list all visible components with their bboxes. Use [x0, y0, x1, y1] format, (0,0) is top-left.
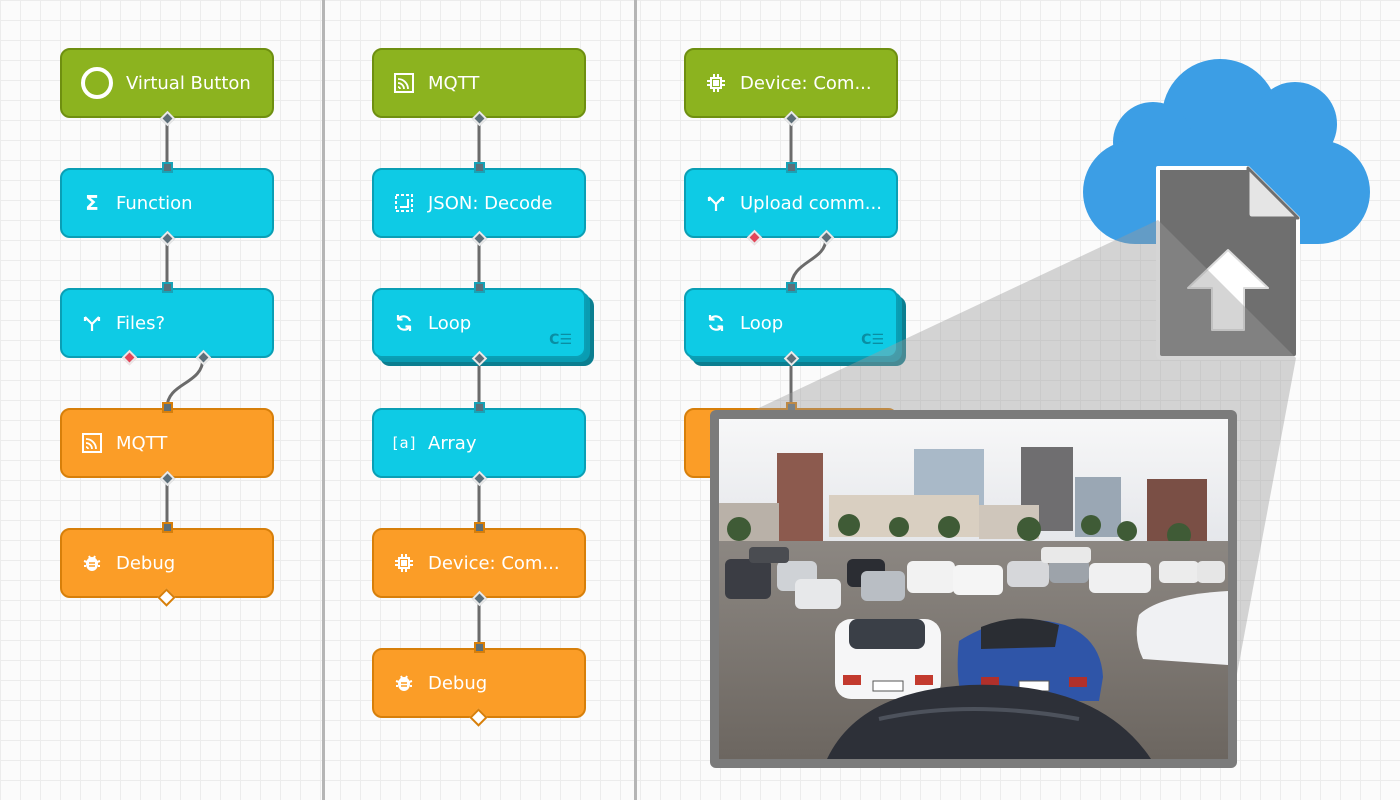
input-port[interactable] [786, 162, 797, 173]
node-label: Debug [116, 552, 176, 574]
node-device-command[interactable]: Device: Com... [372, 528, 586, 598]
node-label: Device: Com... [740, 72, 872, 94]
loop-icon [704, 311, 728, 335]
node-mqtt-input[interactable]: MQTT [372, 48, 586, 118]
input-port[interactable] [474, 642, 485, 653]
json-icon [392, 191, 416, 215]
cloud-upload-file-icon [1083, 59, 1370, 360]
node-array[interactable]: [a] Array [372, 408, 586, 478]
node-label: Upload comm... [740, 192, 882, 214]
input-port[interactable] [474, 162, 485, 173]
input-port[interactable] [162, 162, 173, 173]
node-virtual-button[interactable]: Virtual Button [60, 48, 274, 118]
input-port[interactable] [474, 522, 485, 533]
photo-frame [710, 410, 1237, 768]
node-debug[interactable]: Debug [372, 648, 586, 718]
node-label: MQTT [428, 72, 480, 94]
node-label: Loop [428, 312, 472, 334]
node-label: JSON: Decode [428, 192, 553, 214]
loop-icon [392, 311, 416, 335]
column-divider-1 [322, 0, 325, 800]
wire [165, 357, 205, 409]
parking-lot-photo [719, 419, 1228, 759]
node-files-conditional[interactable]: Files? [60, 288, 274, 358]
circle-icon [80, 66, 114, 100]
node-label: Array [428, 432, 477, 454]
node-mqtt-output[interactable]: MQTT [60, 408, 274, 478]
chip-icon [704, 71, 728, 95]
node-device-command-input[interactable]: Device: Com... [684, 48, 898, 118]
node-label: Device: Com... [428, 552, 560, 574]
sigma-icon: Σ [85, 191, 99, 215]
node-label: MQTT [116, 432, 168, 454]
input-port[interactable] [162, 402, 173, 413]
node-label: Function [116, 192, 193, 214]
node-loop[interactable]: Loop C☰ [372, 288, 586, 358]
node-debug[interactable]: Debug [60, 528, 274, 598]
node-json-decode[interactable]: JSON: Decode [372, 168, 586, 238]
node-label: Files? [116, 312, 166, 334]
iteration-marker: C☰ [549, 332, 572, 348]
array-icon: [a] [390, 434, 418, 452]
node-function[interactable]: Σ Function [60, 168, 274, 238]
input-port[interactable] [162, 282, 173, 293]
iteration-marker: C☰ [861, 332, 884, 348]
mqtt-icon [392, 71, 416, 95]
input-port[interactable] [162, 522, 173, 533]
node-label: Loop [740, 312, 784, 334]
file-upload-icon [1156, 166, 1300, 360]
input-port[interactable] [786, 282, 797, 293]
bug-icon [392, 671, 416, 695]
node-upload-conditional[interactable]: Upload comm... [684, 168, 898, 238]
node-label: Virtual Button [126, 72, 251, 94]
node-loop[interactable]: Loop C☰ [684, 288, 898, 358]
bug-icon [80, 551, 104, 575]
mqtt-icon [80, 431, 104, 455]
conditional-icon [704, 191, 728, 215]
chip-icon [392, 551, 416, 575]
conditional-icon [80, 311, 104, 335]
column-divider-2 [634, 0, 637, 800]
node-label: Debug [428, 672, 488, 694]
wire [789, 237, 828, 289]
input-port[interactable] [474, 282, 485, 293]
input-port[interactable] [474, 402, 485, 413]
